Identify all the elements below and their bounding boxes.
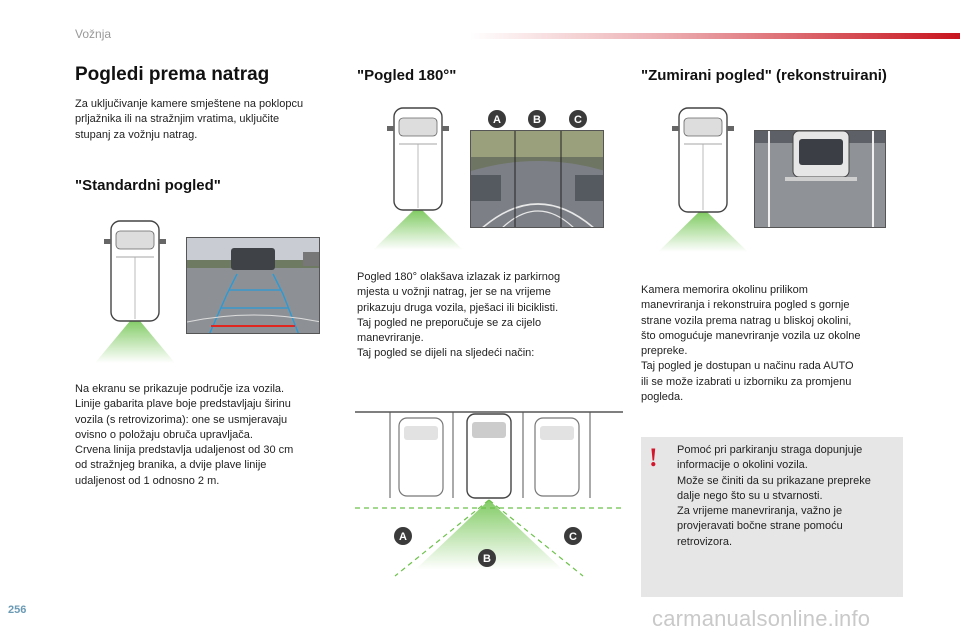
view-180-heading: "Pogled 180°" <box>357 67 457 84</box>
standard-view-text: Na ekranu se prikazuje područje iza vozi… <box>75 383 294 487</box>
label-b-top: B <box>533 114 541 126</box>
zoom-view-camera-image <box>754 130 886 228</box>
zoom-view-text: Kamera memorira okolinu prilikom manevri… <box>641 284 861 404</box>
van-180-view-icon <box>373 107 463 250</box>
parking-zones-diagram: A B C <box>355 411 623 577</box>
label-b-diagram: B <box>483 553 491 565</box>
van-top-view-icon <box>95 220 175 363</box>
zoom-view-heading: "Zumirani pogled" (rekonstruirani) <box>641 67 887 84</box>
label-a-diagram: A <box>399 531 407 543</box>
abc-labels-top: A B C <box>488 110 587 128</box>
label-c-top: C <box>574 114 582 126</box>
warning-icon: ! <box>649 443 658 472</box>
header-accent-bar <box>470 33 960 39</box>
standard-view-camera-image <box>186 237 320 334</box>
standard-view-heading: "Standardni pogled" <box>75 177 221 194</box>
label-c-diagram: C <box>569 531 577 543</box>
view-180-text: Pogled 180° olakšava izlazak iz parkirno… <box>357 271 561 360</box>
view-180-camera-image <box>470 130 604 228</box>
page-number: 256 <box>8 604 27 616</box>
van-zoom-view-icon <box>658 107 748 252</box>
intro-text: Za uključivanje kamere smještene na pokl… <box>75 98 304 141</box>
warning-box <box>641 437 903 597</box>
page-title: Pogledi prema natrag <box>75 64 270 85</box>
watermark: carmanualsonline.info <box>652 606 871 631</box>
warning-text: Pomoć pri parkiranju straga dopunjuje in… <box>677 444 871 548</box>
label-a-top: A <box>493 114 501 126</box>
section-title: Vožnja <box>75 27 112 41</box>
